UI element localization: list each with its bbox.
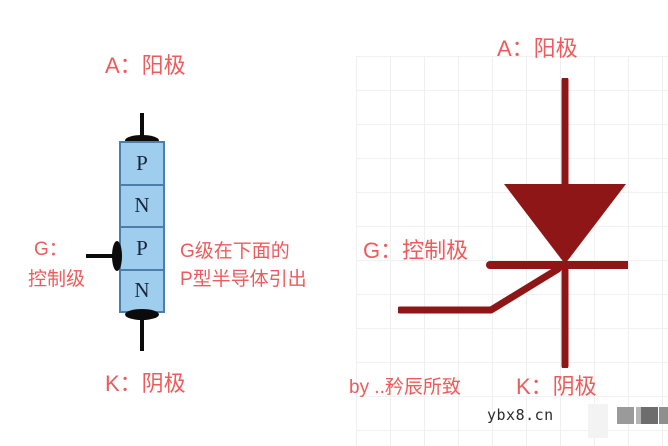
layer-p-2: P xyxy=(121,228,163,271)
watermark-box-1 xyxy=(588,404,608,438)
left-gate-label-text: 控制级 xyxy=(28,269,86,290)
gate-terminal-cap xyxy=(112,241,122,271)
right-gate-label: G：控制极 xyxy=(363,238,469,263)
gate-note-line-1: G级在下面的 xyxy=(180,241,290,262)
layer-n-1: N xyxy=(121,185,163,228)
watermark-box-4 xyxy=(659,407,668,424)
anode-terminal-cap xyxy=(125,135,159,146)
anode-terminal-stem xyxy=(140,113,144,143)
right-anode-label: A：阳极 xyxy=(497,36,578,61)
pnpn-layer-stack: P N P N xyxy=(86,113,176,351)
left-anode-label: A：阳极 xyxy=(105,53,186,78)
left-cathode-label: K：阴极 xyxy=(105,371,186,396)
watermark-box-5 xyxy=(636,407,645,424)
layer-n-2: N xyxy=(121,270,163,311)
gate-note-line-2: P型半导体引出 xyxy=(180,269,307,290)
semiconductor-layer-body: P N P N xyxy=(119,141,165,313)
author-byline: by ..矜辰所致 xyxy=(349,377,461,398)
thyristor-symbol xyxy=(398,78,628,368)
triangle-shape xyxy=(504,184,626,264)
watermark-box-3 xyxy=(641,407,658,424)
watermark-box-2 xyxy=(617,407,634,424)
cathode-terminal-stem xyxy=(140,317,144,351)
cathode-terminal-cap xyxy=(125,309,159,320)
layer-p-1: P xyxy=(121,143,163,186)
right-cathode-label: K：阴极 xyxy=(516,374,597,399)
thyristor-symbol-svg xyxy=(398,78,628,368)
gate-lead-line xyxy=(398,265,562,314)
gate-terminal-stem xyxy=(86,254,116,258)
left-gate-label-prefix: G： xyxy=(34,239,68,260)
watermark-text: ybx8.cn xyxy=(487,406,554,424)
